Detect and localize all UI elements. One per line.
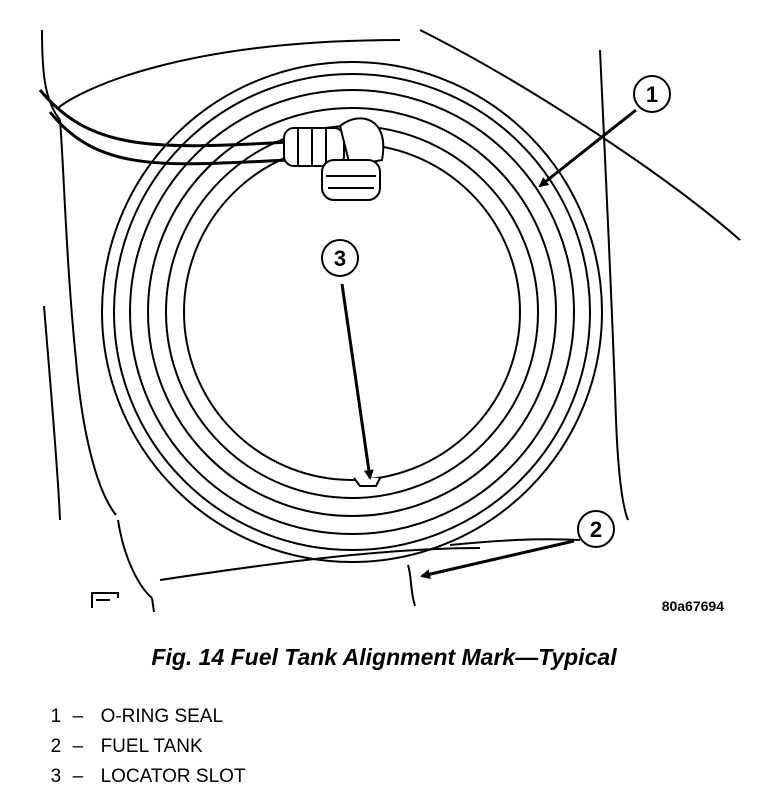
legend-label: O-RING SEAL <box>100 706 224 727</box>
callout-2: 2 <box>420 510 615 580</box>
legend-dash: – <box>72 766 84 787</box>
figure-code: 80a67694 <box>662 598 725 614</box>
legend-label: FUEL TANK <box>100 736 203 757</box>
legend-number: 3 <box>50 766 62 787</box>
callout-1: 1 <box>538 75 671 188</box>
legend-dash: – <box>72 706 84 727</box>
fuel-tank-diagram: 1 2 3 80a67694 <box>38 29 741 614</box>
callout-3-label: 3 <box>334 246 346 271</box>
legend-item-o-ring-seal: 1–O-RING SEAL <box>40 684 223 728</box>
legend-dash: – <box>72 736 84 757</box>
callout-3: 3 <box>321 239 374 480</box>
callout-2-label: 2 <box>590 517 602 542</box>
corner-mark <box>91 592 119 608</box>
fuel-hose <box>38 89 385 201</box>
legend-label: LOCATOR SLOT <box>100 766 246 787</box>
legend-item-locator-slot: 3–LOCATOR SLOT <box>40 744 246 788</box>
callout-1-label: 1 <box>646 82 658 107</box>
legend-number: 1 <box>50 706 62 727</box>
tank-outline <box>41 29 741 613</box>
figure-caption: Fig. 14 Fuel Tank Alignment Mark—Typical <box>151 644 617 670</box>
legend-item-fuel-tank: 2–FUEL TANK <box>40 714 203 758</box>
legend-number: 2 <box>50 736 62 757</box>
locator-slot <box>353 477 381 487</box>
